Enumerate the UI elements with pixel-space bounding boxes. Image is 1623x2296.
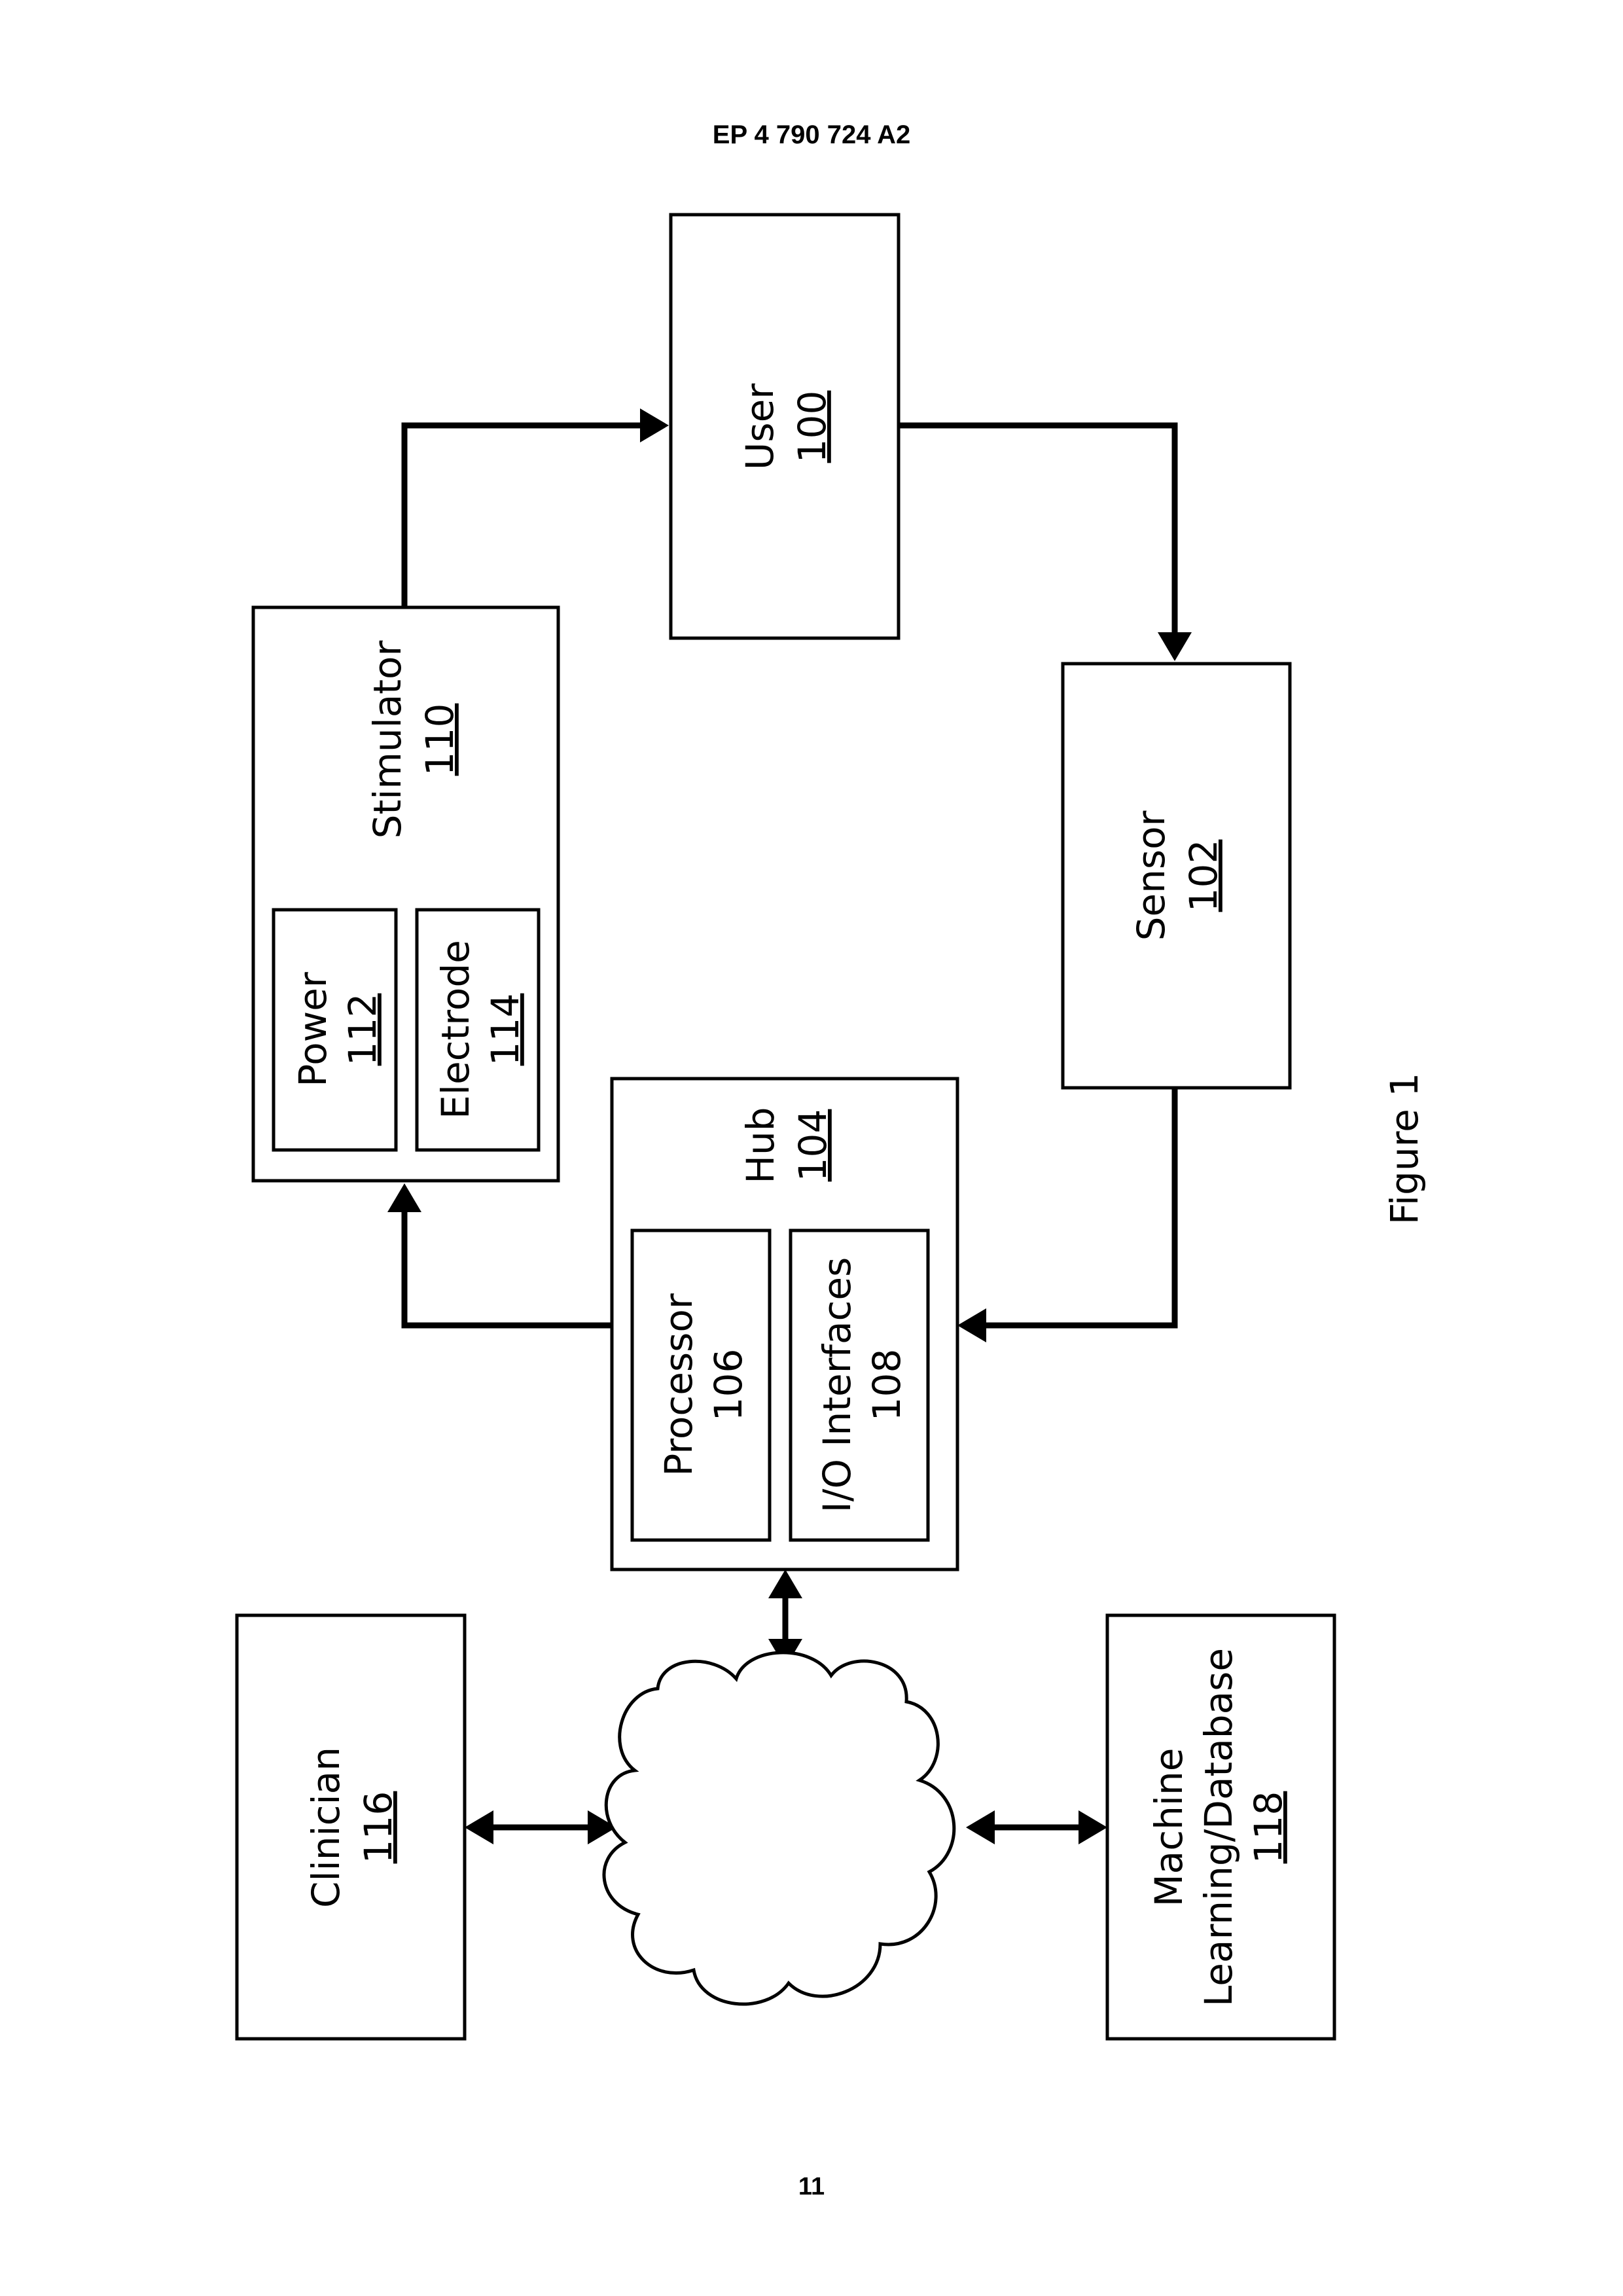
- figure-caption-group: Figure 1: [1382, 1073, 1427, 1225]
- user-label: User: [738, 384, 782, 470]
- processor-label: Processor: [656, 1293, 701, 1477]
- clinician-block: Clinician 116: [237, 1615, 465, 2039]
- arrow-cloud-ml-bidirectional: [966, 1810, 1107, 1844]
- io-interfaces-subblock: I/O Interfaces 108: [791, 1230, 928, 1540]
- machine-learning-ref-number: 118: [1246, 1791, 1291, 1864]
- user-ref-number: 100: [790, 391, 834, 463]
- hub-ref-number: 104: [791, 1109, 835, 1182]
- power-subblock: Power 112: [274, 910, 396, 1150]
- arrow-hub-to-stimulator: [387, 1183, 612, 1325]
- arrow-user-to-sensor: [900, 425, 1192, 661]
- arrow-stimulator-to-user: [404, 408, 669, 605]
- clinician-label: Clinician: [304, 1747, 348, 1908]
- io-interfaces-ref-number: 108: [865, 1349, 909, 1422]
- processor-ref-number: 106: [706, 1349, 751, 1422]
- stimulator-ref-number: 110: [418, 704, 462, 776]
- power-ref-number: 112: [340, 994, 385, 1066]
- machine-learning-label-line2: Learning/Database: [1196, 1648, 1241, 2007]
- sensor-label: Sensor: [1129, 810, 1173, 941]
- stimulator-block: Stimulator 110 Power 112 Electrode 114: [253, 607, 558, 1181]
- clinician-ref-number: 116: [356, 1791, 401, 1864]
- io-interfaces-label: I/O Interfaces: [815, 1257, 859, 1513]
- processor-subblock: Processor 106: [632, 1230, 770, 1540]
- electrode-ref-number: 114: [483, 994, 527, 1066]
- figure-caption: Figure 1: [1382, 1073, 1427, 1225]
- user-block: User 100: [671, 215, 899, 638]
- hub-label: Hub: [738, 1107, 783, 1183]
- arrow-clinician-cloud-bidirectional: [465, 1810, 616, 1844]
- sensor-block: Sensor 102: [1063, 664, 1290, 1088]
- machine-learning-label-line1: Machine: [1147, 1748, 1191, 1907]
- power-label: Power: [291, 972, 335, 1087]
- electrode-subblock: Electrode 114: [417, 910, 539, 1150]
- network-cloud-icon: [604, 1653, 954, 2004]
- hub-block: Hub 104 Processor 106 I/O Interfaces 108: [612, 1079, 957, 1570]
- stimulator-label: Stimulator: [365, 641, 410, 839]
- electrode-label: Electrode: [433, 940, 478, 1119]
- arrow-sensor-to-hub: [957, 1088, 1175, 1342]
- page-number: 11: [0, 2173, 1623, 2201]
- machine-learning-database-block: Machine Learning/Database 118: [1107, 1615, 1334, 2039]
- sensor-ref-number: 102: [1181, 840, 1226, 912]
